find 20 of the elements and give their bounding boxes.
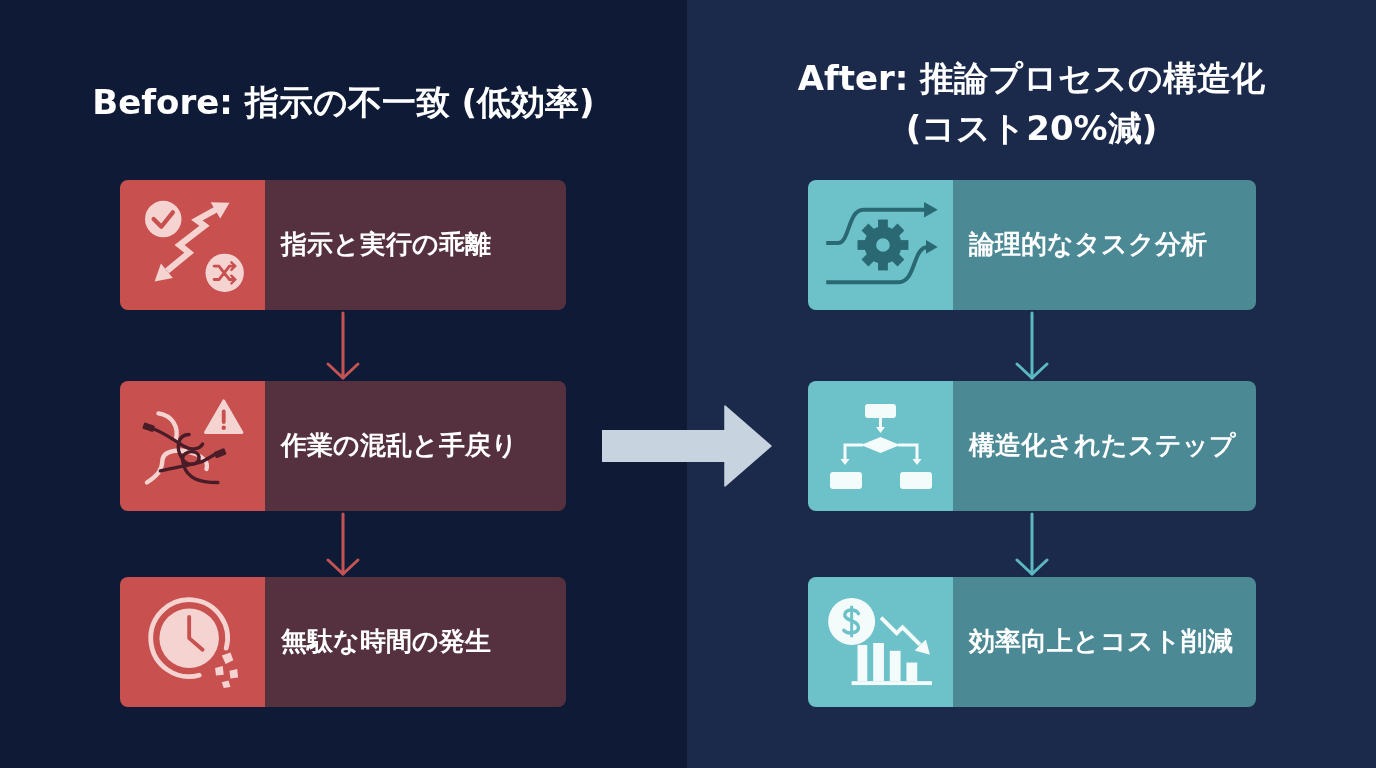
step-text: 無駄な時間の発生 [281,625,492,659]
arrow [326,311,360,380]
section-heading: After: 推論プロセスの構造化 (コスト20%減) [796,57,1267,150]
step-card [808,577,1256,707]
step-text: 作業の混乱と手戻り [281,429,519,463]
arrow [1015,512,1049,576]
arrow [326,512,360,576]
step-card [120,381,566,511]
step-card [120,180,566,310]
step-text: 構造化されたステップ [969,429,1237,463]
arrow [1015,311,1049,380]
step-text: 効率向上とコスト削減 [969,625,1234,659]
step-text: 論理的なタスク分析 [969,228,1208,262]
section-heading: Before: 指示の不一致 (低効率) [92,81,595,124]
step-card [120,577,566,707]
section-panel [687,0,1376,768]
step-card [808,381,1256,511]
step-text: 指示と実行の乖離 [281,228,492,262]
step-card [808,180,1256,310]
block-arrow [602,405,772,487]
